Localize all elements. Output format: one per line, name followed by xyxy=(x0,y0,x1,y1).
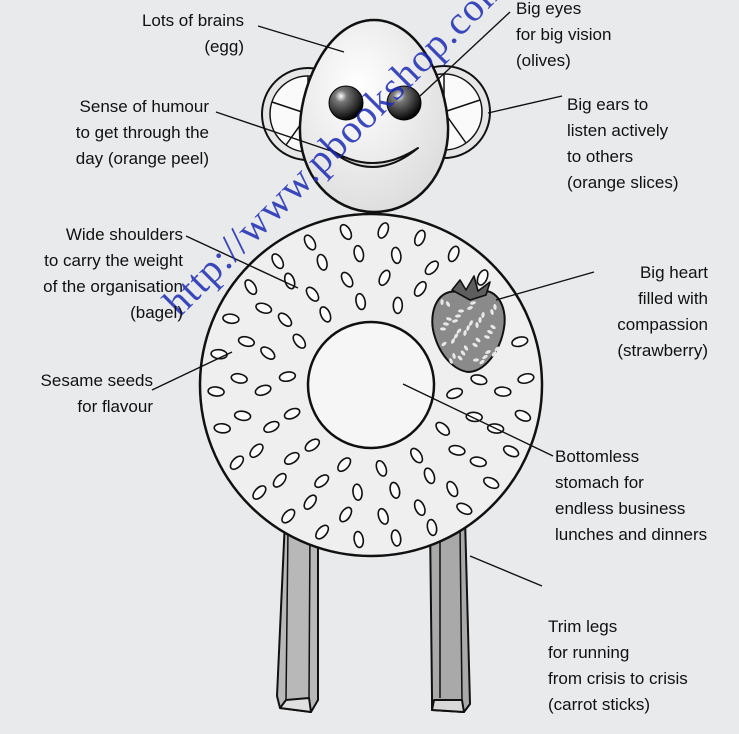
label-line: lunches and dinners xyxy=(555,522,707,548)
label-line: stomach for xyxy=(555,470,707,496)
label-line: (olives) xyxy=(516,48,611,74)
label-line: to others xyxy=(567,144,679,170)
sesame-seed xyxy=(214,423,231,433)
label-line: Wide shoulders xyxy=(43,222,183,248)
label-line: Big eyes xyxy=(516,0,611,22)
label-legs: Trim legs for running from crisis to cri… xyxy=(548,614,688,718)
label-line: from crisis to crisis xyxy=(548,666,688,692)
label-line: Big heart xyxy=(617,260,708,286)
label-line: (strawberry) xyxy=(617,338,708,364)
sesame-seed xyxy=(495,387,512,397)
right-leg xyxy=(430,518,470,712)
label-line: to carry the weight xyxy=(43,248,183,274)
label-humour: Sense of humour to get through the day (… xyxy=(76,94,209,172)
label-line: filled with xyxy=(617,286,708,312)
label-line: Lots of brains xyxy=(142,8,244,34)
label-line: (bagel) xyxy=(43,300,183,326)
label-line: (orange slices) xyxy=(567,170,679,196)
label-line: compassion xyxy=(617,312,708,338)
label-line: listen actively xyxy=(567,118,679,144)
label-line: (egg) xyxy=(142,34,244,60)
bagel-hole xyxy=(308,322,434,448)
label-line: of the organisation xyxy=(43,274,183,300)
label-brains: Lots of brains (egg) xyxy=(142,8,244,60)
label-line: Sense of humour xyxy=(76,94,209,120)
label-line: Big ears to xyxy=(567,92,679,118)
label-line: Trim legs xyxy=(548,614,688,640)
label-ears: Big ears to listen actively to others (o… xyxy=(567,92,679,196)
left-leg xyxy=(277,520,318,712)
sesame-seed xyxy=(393,297,402,313)
label-line: (carrot sticks) xyxy=(548,692,688,718)
label-shoulders: Wide shoulders to carry the weight of th… xyxy=(43,222,183,326)
label-line: Sesame seeds xyxy=(41,368,153,394)
label-line: for big vision xyxy=(516,22,611,48)
label-line: for running xyxy=(548,640,688,666)
label-sesame: Sesame seeds for flavour xyxy=(41,368,153,420)
label-line: day (orange peel) xyxy=(76,146,209,172)
label-line: for flavour xyxy=(41,394,153,420)
label-line: endless business xyxy=(555,496,707,522)
label-eyes: Big eyes for big vision (olives) xyxy=(516,0,611,74)
label-line: Bottomless xyxy=(555,444,707,470)
strawberry-seed xyxy=(440,299,443,305)
label-heart: Big heart filled with compassion (strawb… xyxy=(617,260,708,364)
label-stomach: Bottomless stomach for endless business … xyxy=(555,444,707,548)
label-line: to get through the xyxy=(76,120,209,146)
